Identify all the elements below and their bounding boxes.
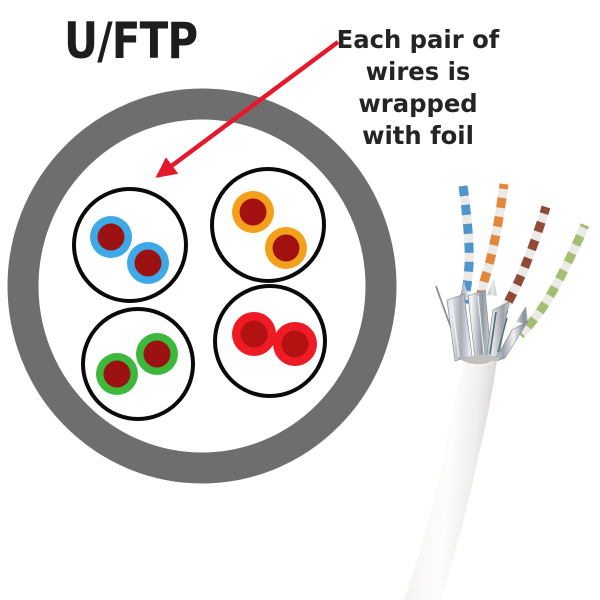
cable-jacket-ring (7, 88, 397, 484)
annotation-line-1: Each pair of (336, 25, 500, 54)
annotation-text: Each pair of wires is wrapped with foil (304, 24, 533, 152)
annotation-arrow (155, 40, 340, 178)
cable-cross-section-diagram (7, 40, 397, 484)
wire-conductor (240, 320, 268, 348)
twisted-pair-green (516, 223, 590, 339)
wire-conductor (272, 234, 300, 262)
foil-wrap-shields (446, 278, 529, 363)
jacket-body (404, 360, 497, 600)
foil-strip (446, 293, 473, 362)
annotation-line-3: with foil (362, 121, 474, 150)
foil-wrapped-pair-red (213, 284, 327, 398)
foil-wrapped-pair-green (81, 307, 195, 421)
annotation-line-2: wires is wrapped (358, 57, 478, 118)
wire-conductor (239, 198, 267, 226)
foil-wrapped-pair-orange (210, 167, 326, 283)
wire-conductor (134, 249, 162, 277)
cable-photo (404, 183, 590, 600)
foil-wrapped-pair-blue (72, 187, 188, 303)
twisted-pair-brown (497, 205, 551, 317)
wire-conductor (143, 340, 171, 368)
page-title: U/FTP (64, 12, 198, 70)
cable-jacket (404, 354, 499, 600)
wire-conductor (97, 223, 125, 251)
foil-strip (493, 320, 529, 363)
jacket-opening (461, 354, 499, 365)
wire-conductor (103, 360, 131, 388)
wire-conductor (281, 330, 309, 358)
